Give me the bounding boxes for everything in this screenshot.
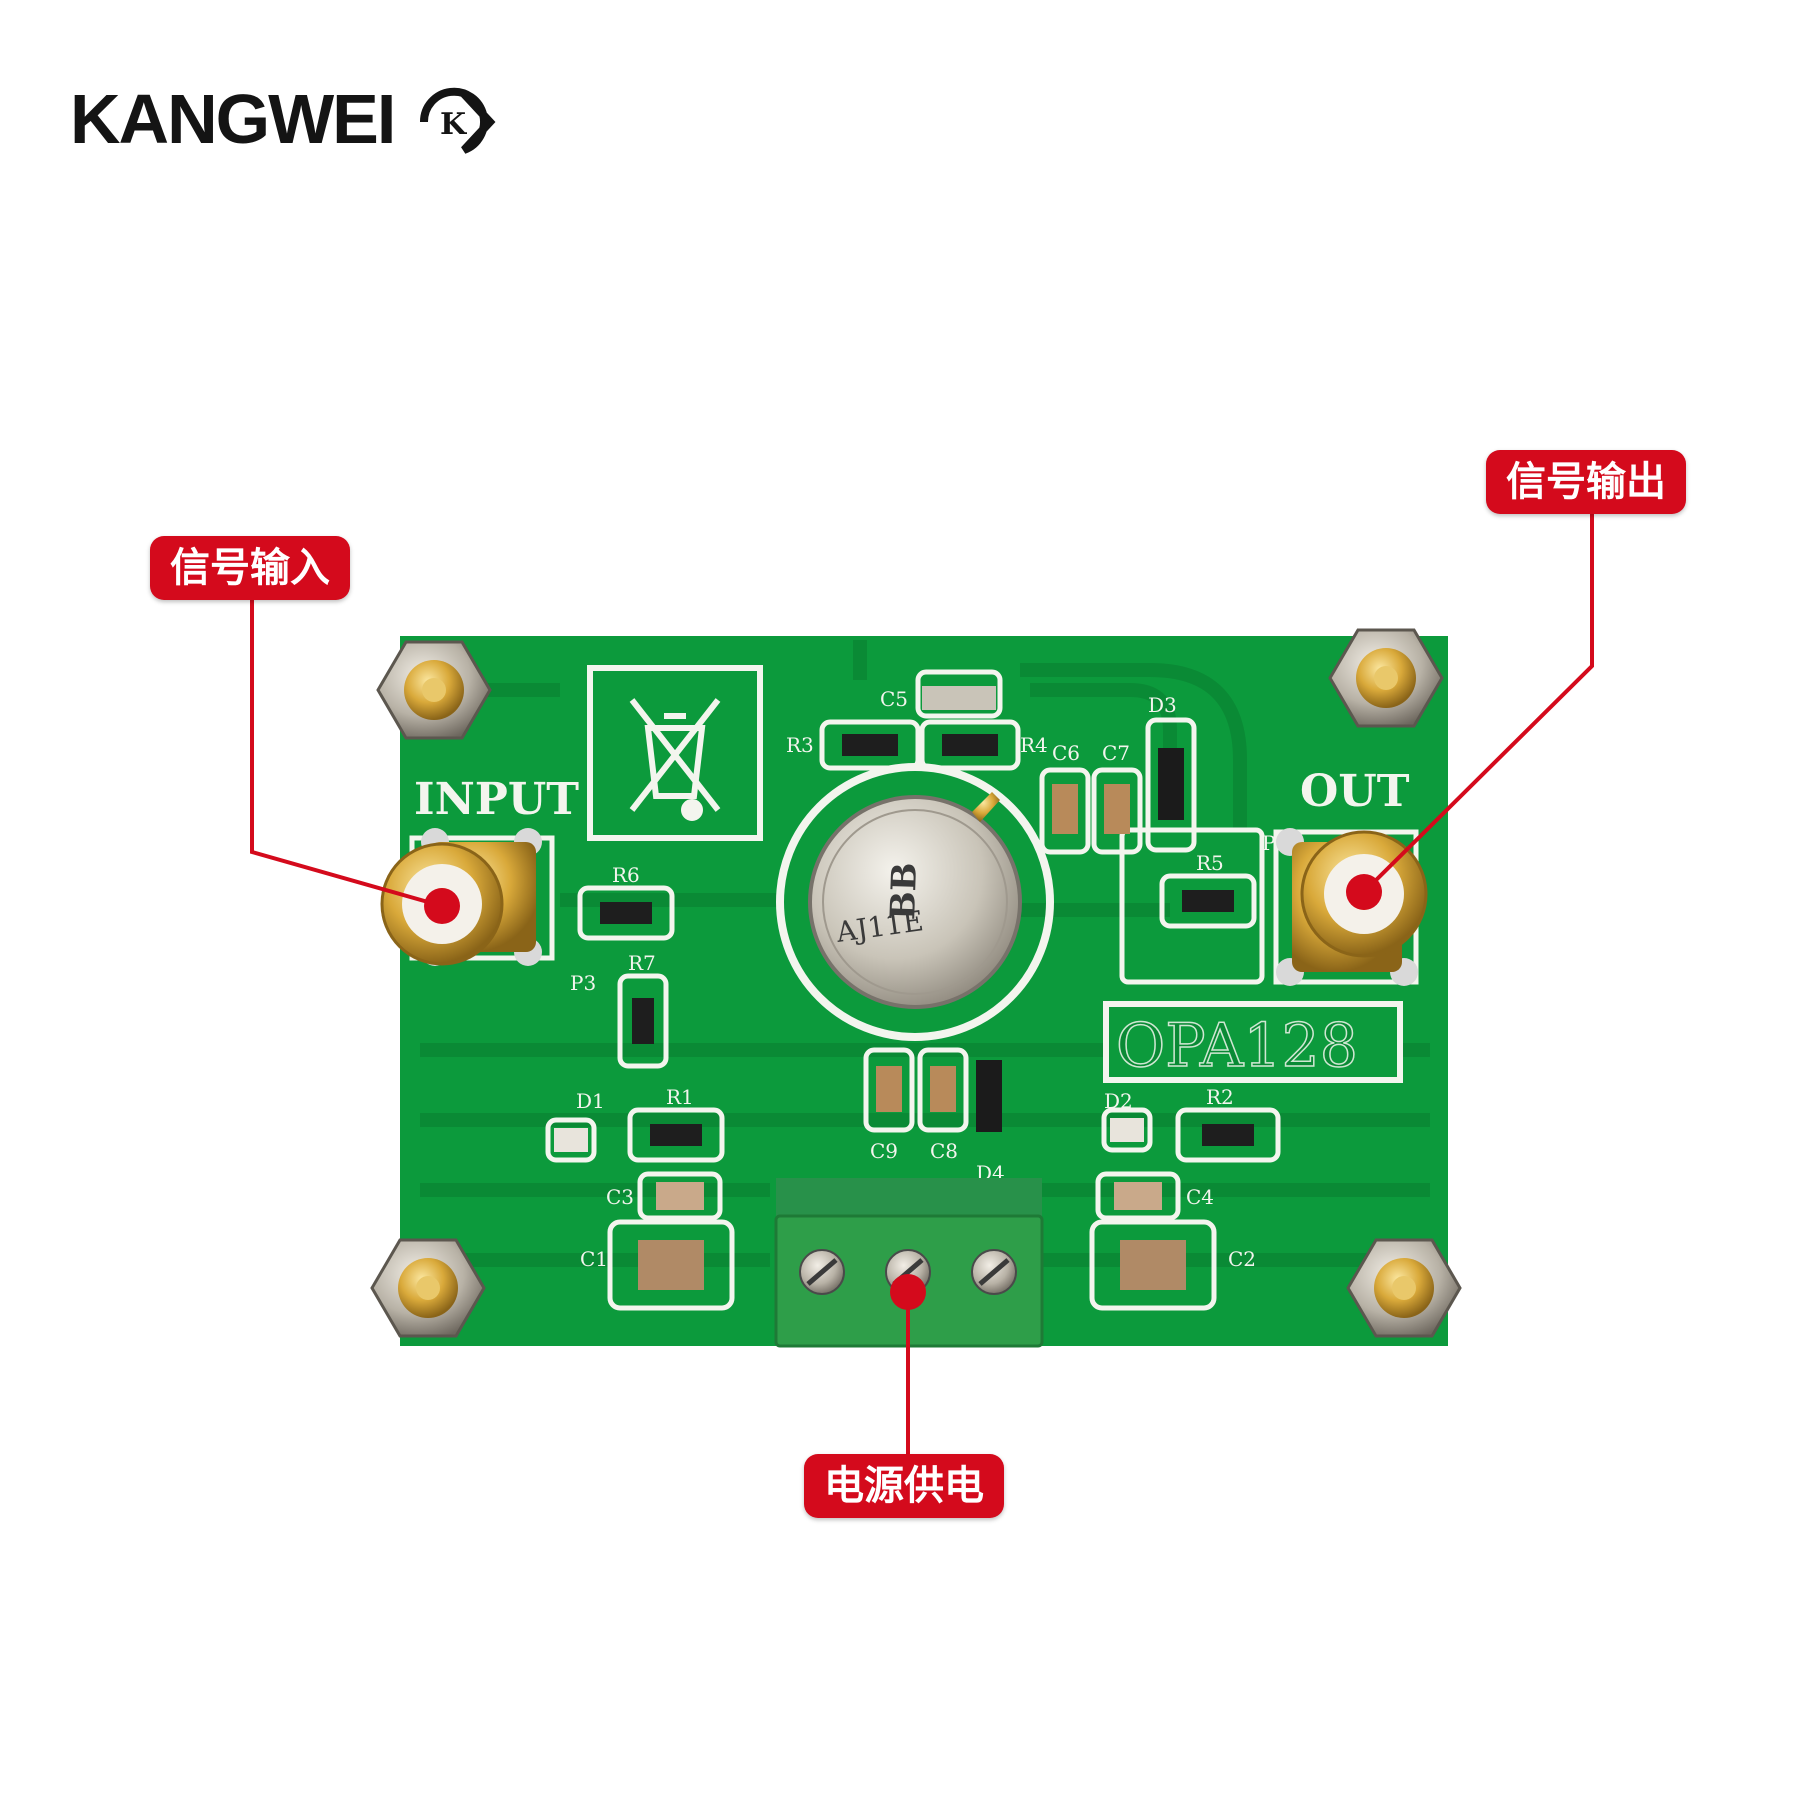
standoff-bottom-right — [1346, 1238, 1462, 1338]
brand-logo-text: KANGWEI — [70, 80, 396, 158]
chip-marking-logo: BB — [883, 862, 925, 921]
designator: C5 — [880, 687, 908, 711]
designator: C4 — [1186, 1185, 1214, 1209]
designator: P3 — [570, 971, 596, 995]
input-label: INPUT — [414, 774, 579, 825]
standoff-top-right — [1328, 628, 1444, 728]
callout-power-supply: 电源供电 — [804, 1454, 1004, 1518]
designator: R4 — [1020, 733, 1048, 757]
designator: C6 — [1052, 741, 1080, 765]
standoff-bottom-left — [370, 1238, 486, 1338]
power-marker-dot — [890, 1274, 926, 1310]
callout-leaders — [250, 500, 1594, 1456]
designator: C9 — [870, 1139, 898, 1163]
weee-bin-icon — [587, 665, 763, 841]
designator: D2 — [1104, 1089, 1133, 1113]
model-label-box — [1103, 1001, 1403, 1083]
callout-signal-output: 信号输出 — [1486, 450, 1686, 514]
sma-input-connector — [380, 828, 555, 966]
output-label: OUT — [1300, 766, 1410, 817]
designator: R1 — [666, 1085, 694, 1109]
brand-logo-icon: K — [419, 87, 496, 154]
callout-signal-input: 信号输入 — [150, 536, 350, 600]
designator: R6 — [612, 863, 640, 887]
designator: D3 — [1148, 693, 1177, 717]
chip-tab — [972, 792, 1000, 822]
designator: C2 — [1228, 1247, 1256, 1271]
designator: R7 — [628, 951, 656, 975]
designator: C1 — [580, 1247, 608, 1271]
designator: R3 — [786, 733, 814, 757]
designator: C7 — [1102, 741, 1130, 765]
designator: C3 — [606, 1185, 634, 1209]
designator: D1 — [576, 1089, 605, 1113]
input-marker-dot — [424, 888, 460, 924]
model-label: OPA128 — [1116, 1011, 1358, 1081]
designator: R5 — [1196, 851, 1224, 875]
designator: R2 — [1206, 1085, 1234, 1109]
brand-logo-letter: K — [440, 107, 467, 142]
opamp-metal-can — [808, 795, 1022, 1009]
standoff-top-left — [376, 640, 492, 740]
designator: C8 — [930, 1139, 958, 1163]
output-marker-dot — [1346, 874, 1382, 910]
smd-components — [545, 669, 1281, 1311]
